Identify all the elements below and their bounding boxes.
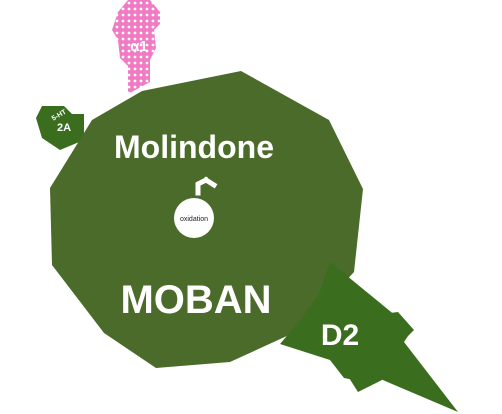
brand-name: MOBAN (120, 278, 271, 322)
oxidation-site: oxidation (174, 176, 218, 238)
d2-label: D2 (321, 319, 359, 352)
oxidation-label: oxidation (180, 216, 208, 223)
oxidation-circle (174, 198, 214, 238)
d2-receptor: D2 (280, 262, 458, 412)
5ht2a-label-bottom: 2A (57, 122, 71, 134)
hook-icon (195, 176, 218, 196)
alpha1-label: α1 (130, 38, 148, 55)
drug-name: Molindone (114, 129, 274, 165)
alpha1-receptor: α1 (112, 0, 160, 94)
5ht2a-receptor: 5-HT 2A (36, 106, 84, 150)
